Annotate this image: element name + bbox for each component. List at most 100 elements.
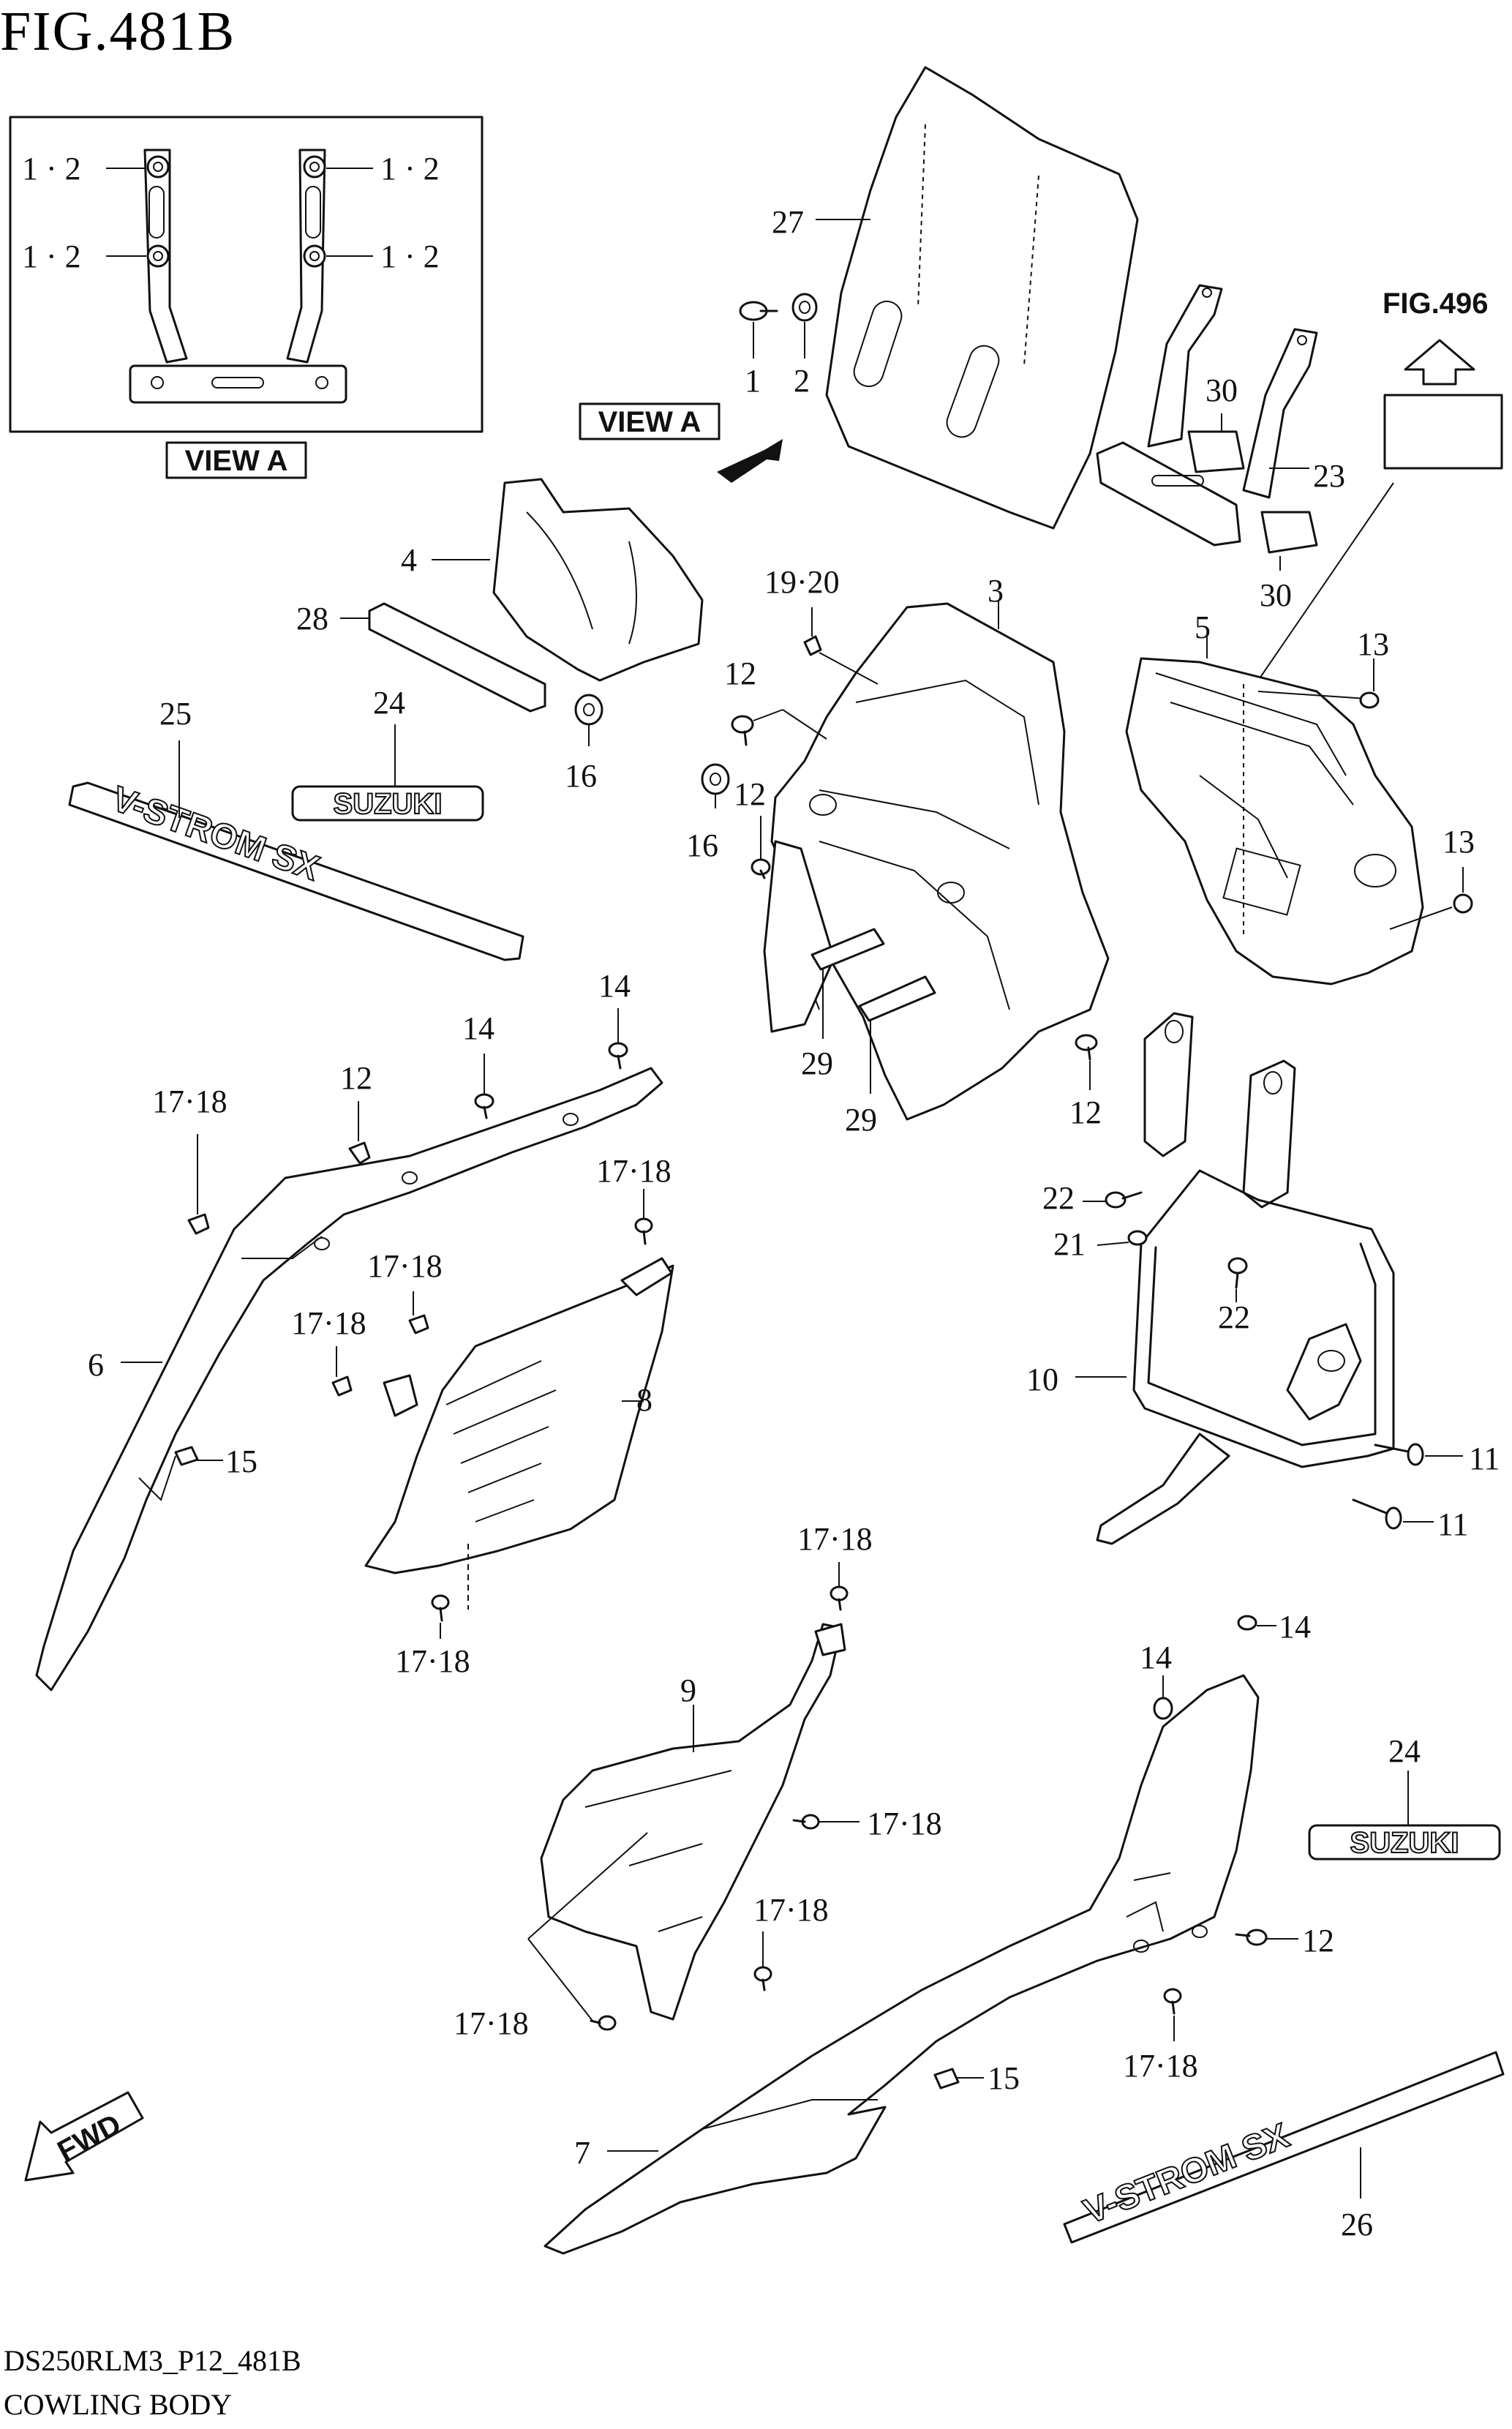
callout-13-upper: 13 bbox=[1357, 626, 1389, 662]
callout-13-lower: 13 bbox=[1443, 824, 1475, 860]
callout-24-lower: 24 bbox=[1388, 1733, 1421, 1769]
pad-part-30-upper bbox=[1187, 413, 1245, 473]
inner-panel-part-9 bbox=[527, 1623, 846, 2021]
side-panel-part-8 bbox=[364, 1257, 674, 1610]
svg-text:SUZUKI: SUZUKI bbox=[1350, 1827, 1459, 1859]
callout-10: 10 bbox=[1026, 1362, 1058, 1397]
screw-part-14-c bbox=[1237, 1615, 1276, 1631]
suzuki-emblem-part-24-lower: SUZUKI bbox=[1308, 1771, 1501, 1861]
callout-12-d: 12 bbox=[340, 1060, 372, 1096]
washer-part-2 bbox=[791, 293, 818, 358]
callout-12-e: 12 bbox=[1302, 1923, 1334, 1959]
callout-6: 6 bbox=[88, 1347, 104, 1383]
screw-part-14-b bbox=[474, 1054, 494, 1119]
callout-19-20: 19·20 bbox=[764, 564, 840, 600]
clip-part-15-b bbox=[933, 2068, 984, 2090]
fwd-arrow-icon: FWD bbox=[24, 2091, 144, 2182]
screw-part-17-18-e bbox=[431, 1594, 450, 1639]
view-a-label-box: VIEW A bbox=[165, 441, 307, 479]
callout-9: 9 bbox=[680, 1672, 696, 1708]
figure-caption: COWLING BODY bbox=[4, 2388, 232, 2421]
screw-part-22-a bbox=[1083, 1191, 1143, 1209]
clip-part-21 bbox=[1097, 1230, 1148, 1246]
pad-part-30-lower bbox=[1260, 511, 1318, 571]
bracket-part-23 bbox=[1096, 284, 1318, 547]
callout-30-lower: 30 bbox=[1260, 577, 1292, 613]
callout-22-b: 22 bbox=[1218, 1299, 1250, 1335]
suzuki-emblem-part-24-upper: SUZUKI bbox=[291, 724, 484, 822]
screw-part-17-18-f bbox=[830, 1562, 849, 1611]
view-a-callout-top-left: 1 · 2 bbox=[22, 151, 81, 187]
callout-8: 8 bbox=[636, 1382, 652, 1418]
callout-16-lower: 16 bbox=[686, 827, 718, 863]
callout-21: 21 bbox=[1053, 1226, 1086, 1262]
view-arrow-icon bbox=[717, 439, 783, 483]
reference-fig-496: FIG.496 bbox=[1257, 288, 1503, 681]
svg-text:VIEW A: VIEW A bbox=[598, 406, 702, 438]
callout-17-18-h: 17·18 bbox=[753, 1892, 829, 1928]
callout-25: 25 bbox=[159, 696, 192, 732]
inner-cover-part-4 bbox=[432, 478, 704, 682]
callout-27: 27 bbox=[772, 204, 804, 240]
callout-15-b: 15 bbox=[988, 2060, 1020, 2096]
callout-17-18-c: 17·18 bbox=[367, 1248, 443, 1284]
screw-part-12-b bbox=[751, 816, 771, 879]
callout-17-18-a: 17·18 bbox=[152, 1084, 227, 1119]
callout-1: 1 bbox=[745, 363, 761, 399]
callout-29-a: 29 bbox=[801, 1045, 833, 1081]
callout-14-a: 14 bbox=[598, 968, 631, 1004]
screw-part-12-a bbox=[731, 709, 827, 746]
bolt-part-11-b bbox=[1352, 1498, 1434, 1530]
callout-26: 26 bbox=[1341, 2207, 1373, 2242]
screw-part-17-18-j bbox=[1163, 1988, 1182, 2041]
callout-17-18-d: 17·18 bbox=[291, 1305, 366, 1341]
svg-text:VIEW A: VIEW A bbox=[185, 445, 288, 477]
callout-22-a: 22 bbox=[1042, 1180, 1075, 1216]
screw-part-17-18-d bbox=[331, 1346, 353, 1397]
view-a-callout-mid-right: 1 · 2 bbox=[380, 239, 440, 274]
callout-4: 4 bbox=[401, 542, 417, 578]
view-a-callout-mid-left: 1 · 2 bbox=[22, 239, 81, 274]
side-cowl-part-6 bbox=[35, 1067, 663, 1692]
callout-17-18-f: 17·18 bbox=[797, 1521, 873, 1557]
callout-7: 7 bbox=[574, 2135, 590, 2171]
foam-part-29-b bbox=[858, 975, 936, 1094]
svg-text:SUZUKI: SUZUKI bbox=[334, 788, 443, 820]
screw-part-13-lower bbox=[1453, 867, 1473, 914]
screw-part-14-a bbox=[608, 1008, 628, 1070]
callout-17-18-j: 17·18 bbox=[1123, 2048, 1198, 2084]
screw-part-17-18-a bbox=[187, 1134, 210, 1235]
callout-2: 2 bbox=[794, 363, 810, 399]
screw-part-19-20 bbox=[803, 607, 879, 685]
clip-part-15-a bbox=[174, 1446, 223, 1466]
screw-part-17-18-i bbox=[590, 2015, 617, 2031]
callout-11-b: 11 bbox=[1437, 1506, 1468, 1542]
svg-text:FIG.496: FIG.496 bbox=[1383, 288, 1489, 320]
inner-panel-part-5 bbox=[1125, 637, 1453, 986]
cowling-body-part-3 bbox=[763, 600, 1110, 1121]
screw-part-12-e bbox=[1235, 1929, 1298, 1946]
figure-code: DS250RLM3_P12_481B bbox=[4, 2344, 301, 2377]
screw-part-14-d bbox=[1153, 1675, 1173, 1720]
screw-part-12-c bbox=[1075, 1034, 1098, 1090]
view-a-callout-top-right: 1 · 2 bbox=[380, 151, 440, 187]
screw-part-17-18-b bbox=[634, 1189, 653, 1245]
callout-24-upper: 24 bbox=[373, 685, 405, 721]
callout-12-b: 12 bbox=[734, 776, 766, 812]
callout-14-c: 14 bbox=[1279, 1609, 1311, 1645]
callout-17-18-e: 17·18 bbox=[395, 1643, 470, 1679]
callout-15-a: 15 bbox=[225, 1443, 257, 1479]
grommet-part-16-upper bbox=[574, 694, 603, 746]
screw-part-13-upper bbox=[1359, 658, 1380, 709]
callout-14-b: 14 bbox=[462, 1010, 494, 1046]
side-cowl-part-7 bbox=[544, 1674, 1260, 2255]
foam-part-29-a bbox=[810, 928, 885, 1039]
callout-30-upper: 30 bbox=[1206, 372, 1238, 408]
windscreen-part-27 bbox=[816, 66, 1139, 530]
bolt-part-11-a bbox=[1374, 1443, 1463, 1466]
callout-17-18-b: 17·18 bbox=[596, 1153, 672, 1189]
callout-14-d: 14 bbox=[1140, 1640, 1172, 1675]
grommet-part-16-lower bbox=[701, 763, 730, 808]
frame-part-10 bbox=[1075, 1012, 1395, 1545]
